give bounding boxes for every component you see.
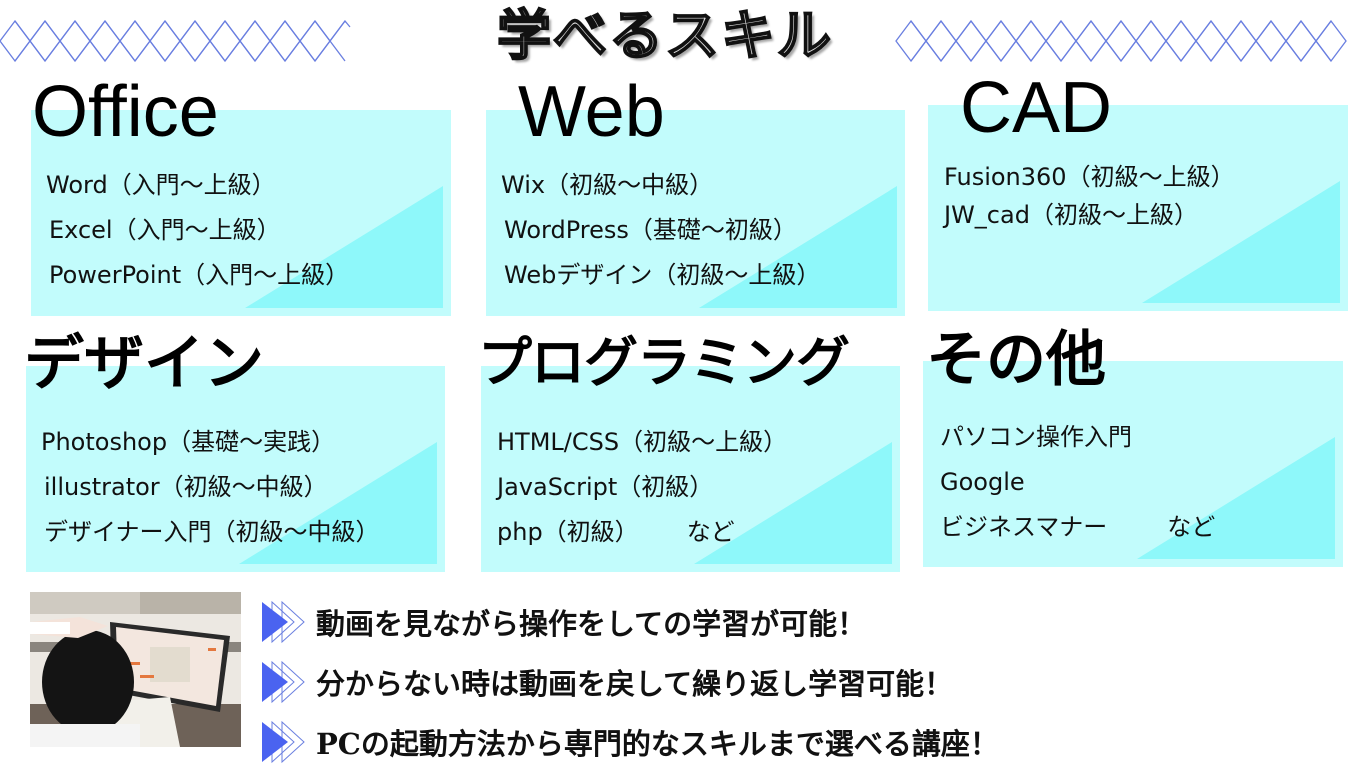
diamond-pattern-left — [0, 20, 352, 62]
diamond-chain-icon — [895, 20, 1347, 62]
skill-list: Word（入門～上級） Excel（入門～上級） PowerPoint（入門～上… — [46, 163, 349, 298]
skill-item: HTML/CSS（初級～上級） — [497, 428, 788, 456]
skill-list: Photoshop（基礎～実践） illustrator（初級～中級） デザイナ… — [41, 420, 380, 555]
skill-item: Excel（入門～上級） — [49, 216, 281, 244]
page-title: 学べるスキル — [496, 3, 833, 68]
skill-list: HTML/CSS（初級～上級） JavaScript（初級） php（初級） など — [497, 420, 787, 555]
skill-item: PowerPoint（入門～上級） — [49, 261, 350, 289]
card-background — [481, 366, 900, 572]
feature-text: 分からない時は動画を戻して繰り返し学習可能！ — [316, 667, 954, 701]
feature-text: 動画を見ながら操作をしての学習が可能！ — [316, 607, 867, 641]
skill-item-text: php（初級） — [497, 518, 639, 546]
feature-item: PCの起動方法から専門的なスキルまで選べる講座！ — [260, 712, 999, 768]
card-heading: プログラミング — [478, 330, 850, 394]
skill-item: Photoshop（基礎～実践） — [41, 428, 336, 456]
double-play-arrow-icon — [262, 660, 305, 704]
skill-item: Google — [940, 468, 1025, 496]
diamond-chain-icon — [0, 20, 351, 62]
skill-item: Webデザイン（初級～上級） — [504, 261, 821, 289]
skill-item: php（初級） など — [497, 510, 787, 555]
skill-item: Wix（初級～中級） — [501, 171, 714, 199]
skill-list: Fusion360（初級～上級） JW_cad（初級～上級） — [944, 158, 1235, 234]
etc-label: など — [1167, 513, 1216, 541]
skill-item-text: ビジネスマナー — [940, 513, 1108, 541]
double-play-arrow-icon — [262, 720, 305, 764]
skill-list: Wix（初級～中級） WordPress（基礎～初級） Webデザイン（初級～上… — [501, 163, 820, 298]
feature-item: 分からない時は動画を戻して繰り返し学習可能！ — [260, 652, 999, 712]
classroom-photo — [30, 592, 241, 747]
card-background — [923, 361, 1343, 567]
card-background — [26, 366, 445, 572]
feature-list: 動画を見ながら操作をしての学習が可能！ 分からない時は動画を戻して繰り返し学習可… — [260, 592, 999, 768]
card-heading: Office — [32, 72, 219, 152]
card-background — [31, 110, 451, 316]
card-heading: Web — [518, 72, 665, 152]
skill-item: Fusion360（初級～上級） — [944, 163, 1235, 191]
skill-item: JW_cad（初級～上級） — [944, 201, 1198, 229]
skill-item: illustrator（初級～中級） — [44, 473, 328, 501]
skill-item: WordPress（基礎～初級） — [504, 216, 797, 244]
skill-item: JavaScript（初級） — [497, 473, 714, 501]
card-heading: デザイン — [24, 329, 264, 399]
feature-item: 動画を見ながら操作をしての学習が可能！ — [260, 592, 999, 652]
feature-text: PCの起動方法から専門的なスキルまで選べる講座！ — [316, 727, 999, 761]
skill-item: パソコン操作入門 — [940, 423, 1132, 451]
card-heading: その他 — [926, 325, 1106, 395]
skill-item: Word（入門～上級） — [46, 171, 276, 199]
card-heading: CAD — [960, 68, 1113, 148]
card-background — [486, 110, 905, 316]
student-at-monitor-image — [30, 592, 241, 747]
skill-item: デザイナー入門（初級～中級） — [44, 518, 380, 546]
double-play-arrow-icon — [262, 600, 305, 644]
skill-list: パソコン操作入門 Google ビジネスマナー など — [940, 415, 1215, 550]
card-background — [928, 105, 1348, 311]
diamond-pattern-right — [894, 20, 1359, 62]
etc-label: など — [686, 518, 735, 546]
skill-item: ビジネスマナー など — [940, 505, 1215, 550]
